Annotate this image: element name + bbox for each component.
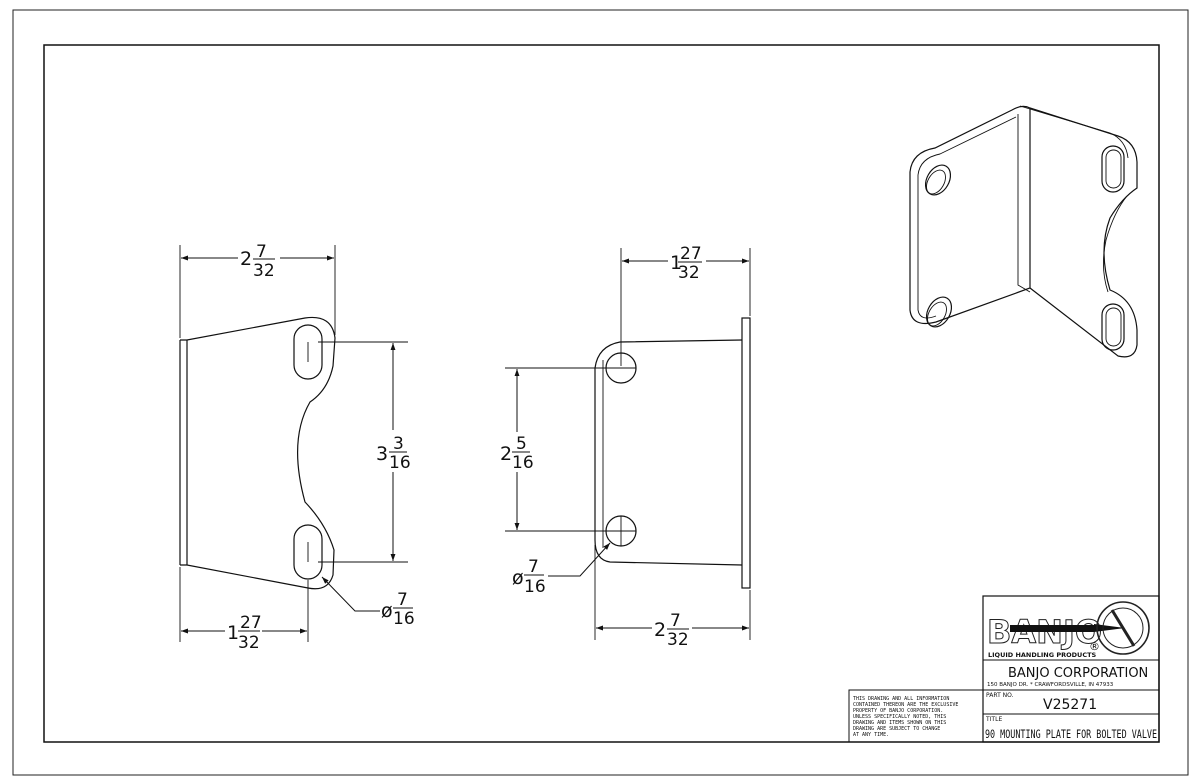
outer-border	[12, 9, 1189, 776]
dim-front-slot-den: 16	[393, 609, 415, 629]
dim-front-slot-num: 7	[397, 590, 408, 610]
dim-front-width-num: 7	[256, 242, 267, 262]
front-view	[179, 316, 336, 590]
dim-side-hole-prefix: ø	[512, 567, 524, 589]
dim-side-top-num: 27	[680, 244, 702, 264]
side-flange	[741, 317, 751, 589]
side-view	[594, 317, 751, 589]
dim-side-bottom-den: 32	[667, 630, 689, 650]
front-top-slot	[293, 324, 323, 380]
dim-front-width-den: 32	[253, 261, 275, 281]
part-no-label: PART NO.	[986, 692, 1014, 699]
inner-border	[43, 44, 1160, 743]
dim-front-height-num: 3	[393, 434, 404, 454]
dim-side-top-den: 32	[678, 263, 700, 283]
dim-side-height-num: 5	[516, 434, 527, 454]
notice-line-2: CONTAINED THEREON ARE THE EXCLUSIVE	[853, 702, 958, 708]
title-label: TITLE	[985, 716, 1002, 723]
front-plate-outline	[180, 316, 336, 590]
logo-valve-circle	[1096, 601, 1150, 655]
dim-front-bottom-num: 27	[240, 613, 262, 633]
notice-line-4: UNLESS SPECIFICALLY NOTED, THIS	[853, 714, 946, 720]
dim-front-width-whole: 2	[240, 248, 252, 270]
logo-registered: ®	[1089, 640, 1100, 653]
iso-slot-top	[1101, 145, 1125, 193]
drawing-title: 90 MOUNTING PLATE FOR BOLTED VALVE	[985, 727, 1157, 741]
side-plate-outline	[594, 339, 743, 566]
dim-front-bottom-den: 32	[238, 633, 260, 653]
dim-side-hole-num: 7	[528, 557, 539, 577]
dim-side-height-den: 16	[512, 453, 534, 473]
dim-front-bottom-whole: 1	[227, 622, 239, 644]
dim-side-height-whole: 2	[500, 443, 512, 465]
dim-side-bottom-whole: 2	[654, 619, 666, 641]
company-address: 150 BANJO DR. * CRAWFORDSVILLE, IN 47933	[987, 682, 1114, 688]
isometric-view	[909, 105, 1138, 358]
iso-hole-bottom	[925, 296, 953, 328]
title-block: THIS DRAWING AND ALL INFORMATION CONTAIN…	[848, 595, 1160, 743]
side-dimensions: 1 27 32 2 5 16 ø 7 16 2 7 32	[500, 244, 751, 650]
dim-front-slot-prefix: ø	[381, 600, 393, 622]
notice-line-7: AT ANY TIME.	[853, 732, 889, 738]
banjo-logo: BANJO ® LIQUID HANDLING PRODUCTS	[987, 601, 1150, 659]
dim-side-hole-den: 16	[524, 577, 546, 597]
notice-line-6: DRAWING ARE SUBJECT TO CHANGE	[853, 726, 940, 732]
part-number: V25271	[1043, 697, 1097, 713]
front-dimensions: 2 7 32 3 3 16 1 27 32 ø 7 16	[179, 242, 415, 653]
dim-front-height-whole: 3	[376, 443, 388, 465]
notice-line-1: THIS DRAWING AND ALL INFORMATION	[853, 696, 949, 702]
company-name: BANJO CORPORATION	[1008, 666, 1148, 681]
iso-hole-top	[924, 164, 952, 196]
notice-line-3: PROPERTY OF BANJO CORPORATION.	[853, 708, 943, 714]
dim-side-bottom-num: 7	[670, 611, 681, 631]
logo-tagline: LIQUID HANDLING PRODUCTS	[988, 651, 1097, 659]
notice-line-5: DRAWING AND ITEMS SHOWN ON THIS	[853, 720, 946, 726]
iso-slot-bottom	[1101, 303, 1125, 351]
dim-front-height-den: 16	[389, 453, 411, 473]
dim-side-top-whole: 1	[670, 252, 682, 274]
front-bottom-slot	[293, 524, 323, 580]
